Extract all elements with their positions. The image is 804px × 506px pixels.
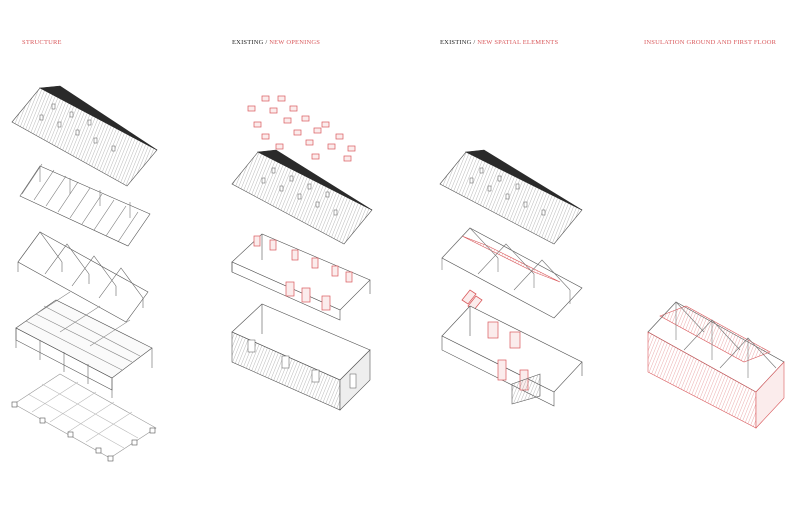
rafter-layer bbox=[19, 163, 151, 247]
upper-walls bbox=[231, 233, 371, 321]
existing-roof-3 bbox=[439, 149, 583, 245]
existing-roof bbox=[231, 149, 373, 245]
title-insulation: INSULATION GROUND AND FIRST FLOOR bbox=[644, 39, 777, 46]
truss-layer bbox=[17, 231, 149, 323]
new-window-frames bbox=[247, 95, 356, 162]
title-structure: STRUCTURE bbox=[22, 39, 62, 46]
insulation-column bbox=[647, 301, 785, 429]
title-new-openings: EXISTING / NEW OPENINGS bbox=[232, 39, 321, 46]
roof-layer bbox=[11, 85, 158, 187]
upper-floor-spatial bbox=[441, 227, 583, 319]
lower-shell bbox=[231, 303, 371, 411]
lower-floor-spatial bbox=[441, 305, 583, 407]
spatial-column bbox=[439, 149, 583, 407]
frame-layer bbox=[15, 291, 153, 398]
foundation-grid bbox=[11, 373, 157, 462]
openings-column bbox=[231, 95, 373, 411]
title-new-spatial-elements: EXISTING / NEW SPATIAL ELEMENTS bbox=[440, 39, 559, 46]
structure-column bbox=[11, 85, 158, 462]
